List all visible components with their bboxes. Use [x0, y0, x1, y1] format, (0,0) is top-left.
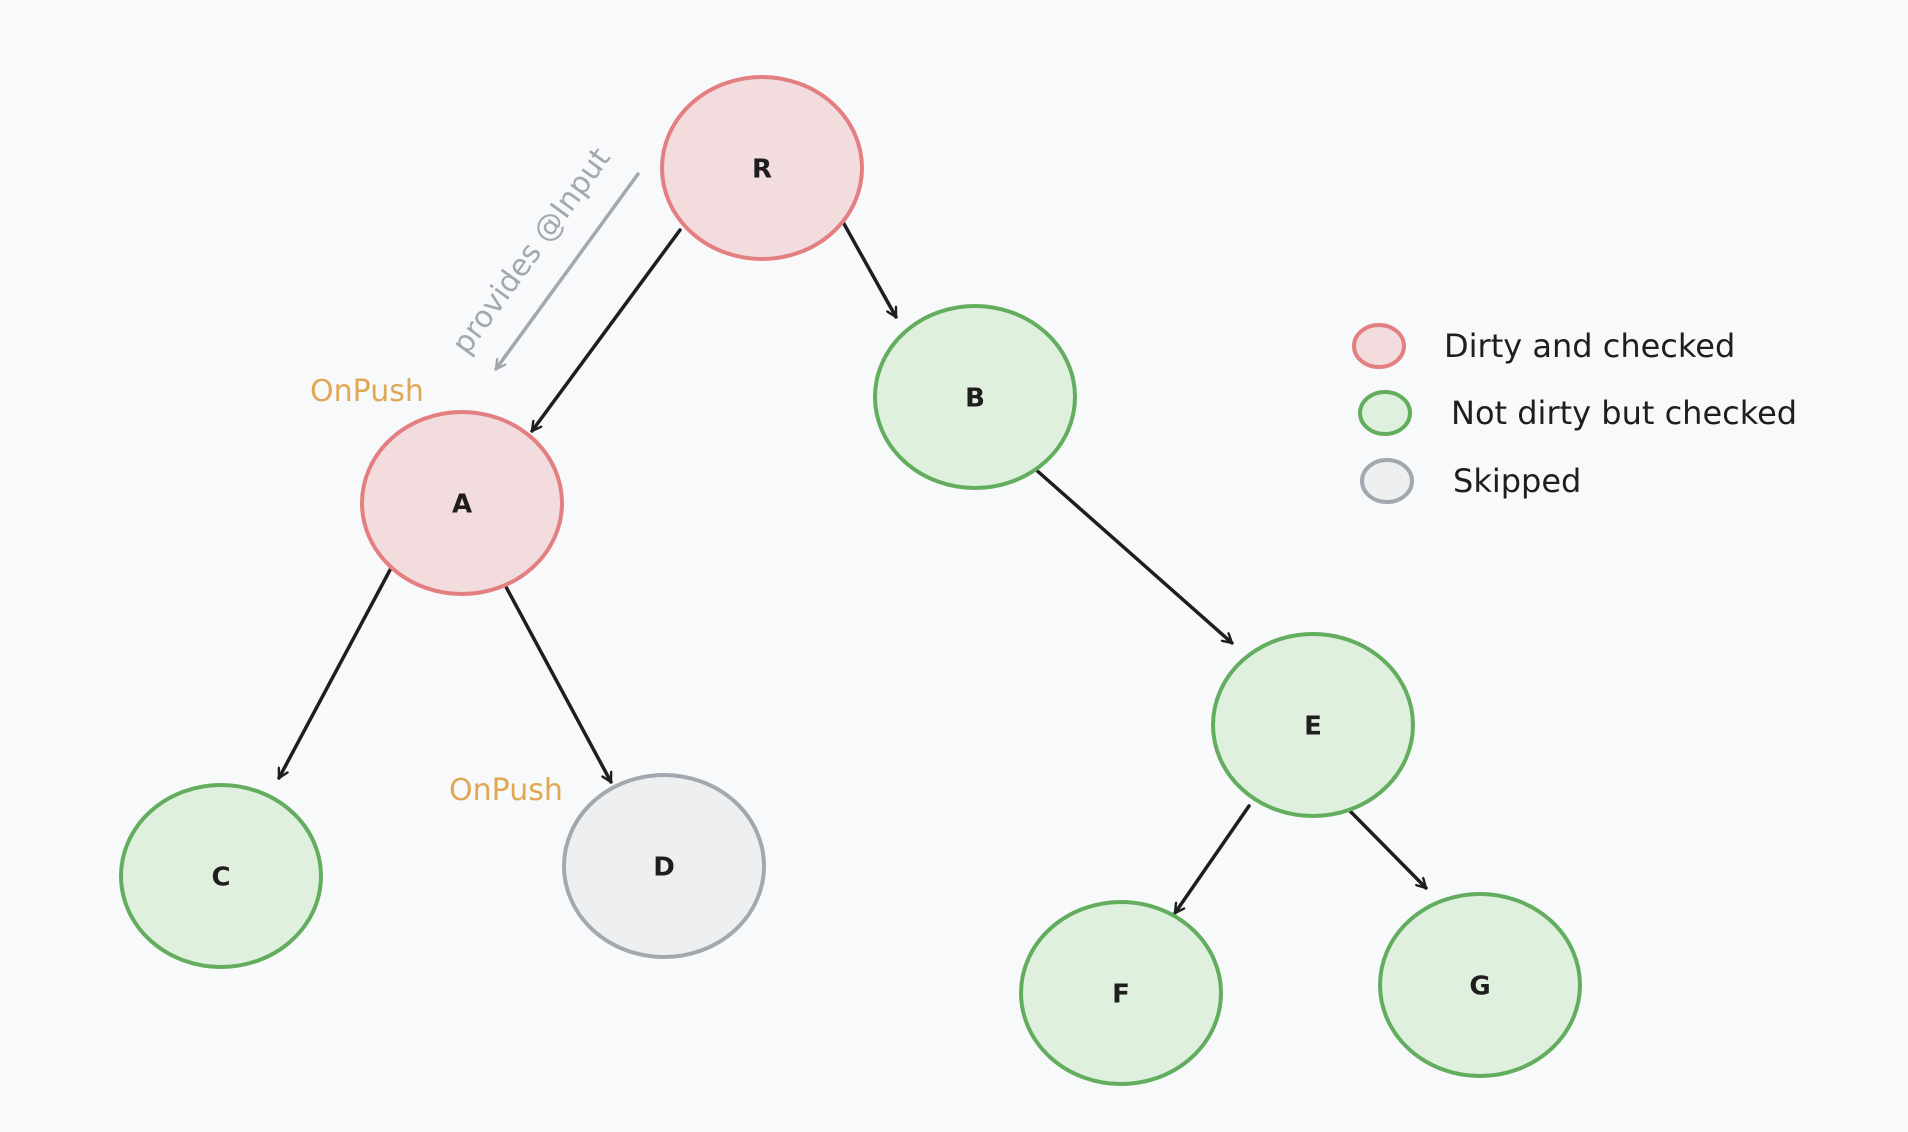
node-a: A	[360, 410, 564, 596]
onpush-label-a: OnPush	[310, 374, 424, 409]
node-d: D	[562, 773, 766, 959]
edge-r-a	[530, 228, 682, 433]
node-e-circle	[1211, 632, 1415, 818]
node-d-label: D	[653, 853, 675, 883]
legend-label-checked: Not dirty but checked	[1451, 394, 1797, 432]
node-d-circle	[562, 773, 766, 959]
legend-swatch-skipped	[1360, 458, 1414, 504]
node-b: B	[873, 304, 1077, 490]
node-e-label: E	[1304, 712, 1322, 742]
node-b-circle	[873, 304, 1077, 490]
edge-e-g	[1347, 808, 1428, 890]
legend-swatch-dirty	[1352, 323, 1406, 369]
node-g-label: G	[1469, 972, 1490, 1002]
node-r-label: R	[752, 155, 772, 185]
input-hint-label: provides @Input	[445, 141, 618, 360]
edge-e-f	[1173, 804, 1251, 915]
node-r-circle	[660, 75, 864, 261]
legend-item-skipped: Skipped	[1360, 458, 1581, 504]
legend: Dirty and checked Not dirty but checked …	[1352, 323, 1797, 504]
node-c-label: C	[211, 863, 230, 893]
node-b-label: B	[965, 384, 985, 414]
onpush-label-d: OnPush	[449, 773, 563, 808]
legend-swatch-checked	[1358, 390, 1412, 436]
nodes: R A B C D E F G	[119, 75, 1582, 1086]
input-hint-arrow	[494, 172, 640, 371]
node-c-circle	[119, 783, 323, 969]
node-f-label: F	[1112, 980, 1130, 1010]
edges	[277, 220, 1428, 915]
edge-r-b	[841, 220, 898, 319]
node-e: E	[1211, 632, 1415, 818]
node-f-circle	[1019, 900, 1223, 1086]
node-g: G	[1378, 892, 1582, 1078]
node-a-circle	[360, 410, 564, 596]
legend-item-checked: Not dirty but checked	[1358, 390, 1797, 436]
edge-a-d	[503, 583, 613, 784]
edge-b-e	[1032, 466, 1234, 645]
node-a-label: A	[452, 490, 472, 520]
legend-label-dirty: Dirty and checked	[1444, 327, 1735, 365]
edge-a-c	[277, 568, 392, 780]
node-c: C	[119, 783, 323, 969]
legend-label-skipped: Skipped	[1453, 462, 1581, 500]
node-f: F	[1019, 900, 1223, 1086]
legend-item-dirty: Dirty and checked	[1352, 323, 1735, 369]
node-r: R	[660, 75, 864, 261]
node-g-circle	[1378, 892, 1582, 1078]
